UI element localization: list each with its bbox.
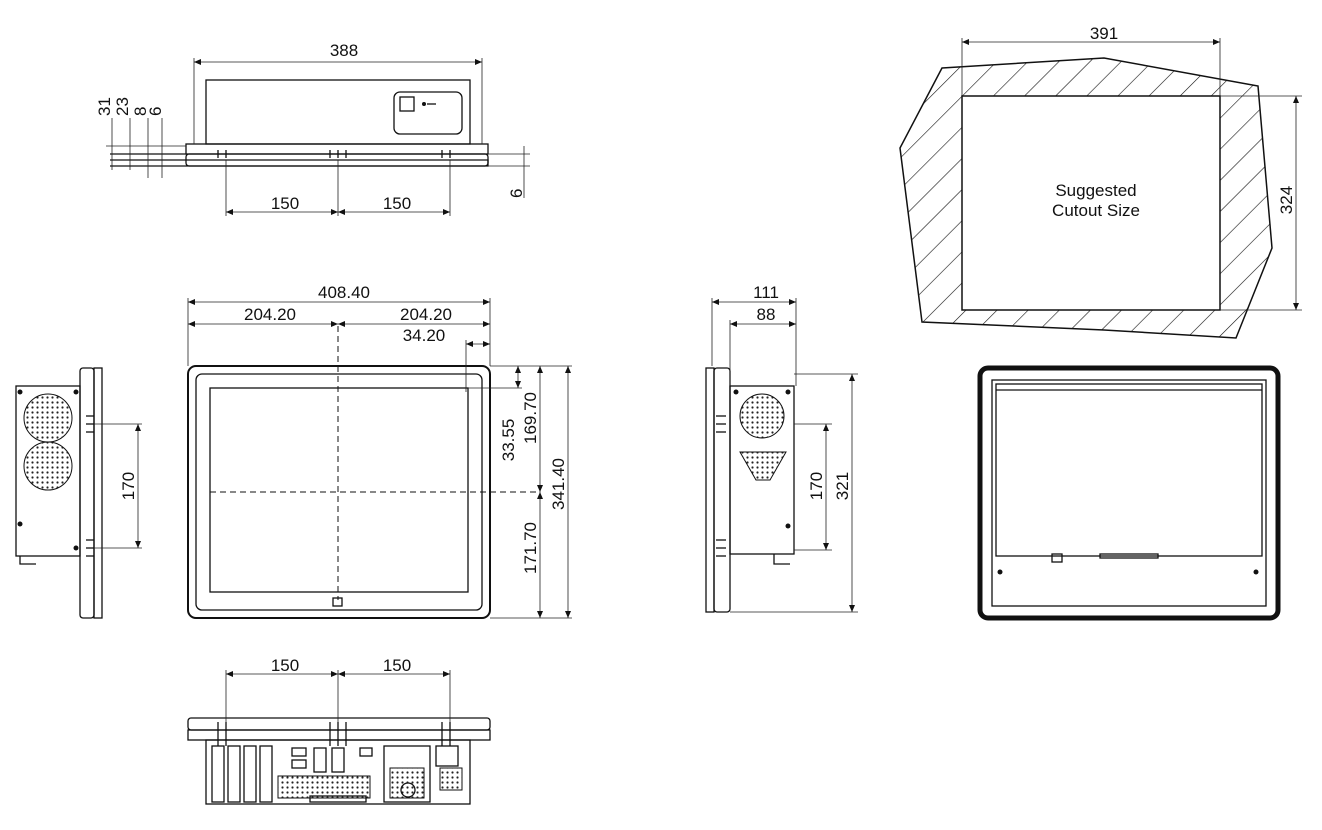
dim-front-total-height: 341.40 bbox=[549, 458, 568, 510]
dim-front-width: 408.40 bbox=[318, 283, 370, 302]
left-side-view: 170 bbox=[15, 367, 142, 619]
dim-front-upper-height: 169.70 bbox=[521, 392, 540, 444]
dim-front-lower-height: 171.70 bbox=[521, 522, 540, 574]
dim-right-mount-vertical: 170 bbox=[807, 472, 826, 500]
dim-front-half-left: 204.20 bbox=[244, 305, 296, 324]
front-screen bbox=[209, 387, 469, 593]
top-view-panel bbox=[393, 91, 463, 135]
bottom-bezel bbox=[187, 717, 491, 731]
logo-icon bbox=[332, 597, 343, 607]
top-view-bezel bbox=[185, 143, 489, 155]
rear-frame bbox=[977, 365, 1281, 621]
dim-flange-6: 6 bbox=[507, 189, 526, 198]
dim-front-offset-top: 33.55 bbox=[499, 419, 518, 462]
power-switch-icon bbox=[399, 96, 415, 112]
dim-right-body-depth: 88 bbox=[757, 305, 776, 324]
dim-height-31: 31 bbox=[95, 97, 114, 116]
dim-cutout-height: 324 bbox=[1277, 186, 1296, 214]
cutout-label-line2: Cutout Size bbox=[1052, 201, 1140, 220]
front-bezel-inner bbox=[195, 373, 483, 611]
dim-bottom-mount-left: 150 bbox=[271, 656, 299, 675]
left-side-bezel bbox=[79, 367, 95, 619]
dim-front-offset-right: 34.20 bbox=[403, 326, 446, 345]
dim-height-23: 23 bbox=[113, 97, 132, 116]
dim-front-half-right: 204.20 bbox=[400, 305, 452, 324]
front-view: 408.40 204.20 204.20 34.20 33.55 169.70 … bbox=[187, 283, 572, 619]
power-knob-icon bbox=[400, 782, 416, 798]
dim-top-mount-right: 150 bbox=[383, 194, 411, 213]
right-side-view: 111 88 170 321 bbox=[705, 283, 858, 613]
dim-bottom-mount-right: 150 bbox=[383, 656, 411, 675]
dim-top-mount-left: 150 bbox=[271, 194, 299, 213]
cutout-view: Suggested Cutout Size 391 324 bbox=[899, 24, 1302, 339]
bottom-view: 150 150 bbox=[187, 656, 491, 805]
top-view: 388 31 23 8 6 6 150 150 bbox=[95, 41, 530, 216]
dim-right-depth: 111 bbox=[753, 283, 779, 302]
dim-height-6: 6 bbox=[146, 107, 165, 116]
dim-top-width: 388 bbox=[330, 41, 358, 60]
rear-chassis bbox=[995, 383, 1263, 557]
dim-height-8: 8 bbox=[131, 107, 150, 116]
right-side-bezel bbox=[713, 367, 731, 613]
dim-left-mount-vertical: 170 bbox=[119, 472, 138, 500]
dim-right-body-height: 321 bbox=[833, 472, 852, 500]
rear-view bbox=[977, 365, 1281, 621]
right-side-chassis bbox=[729, 385, 795, 555]
dim-cutout-width: 391 bbox=[1090, 24, 1118, 43]
cutout-label-line1: Suggested bbox=[1055, 181, 1136, 200]
cutout-opening bbox=[961, 95, 1221, 311]
